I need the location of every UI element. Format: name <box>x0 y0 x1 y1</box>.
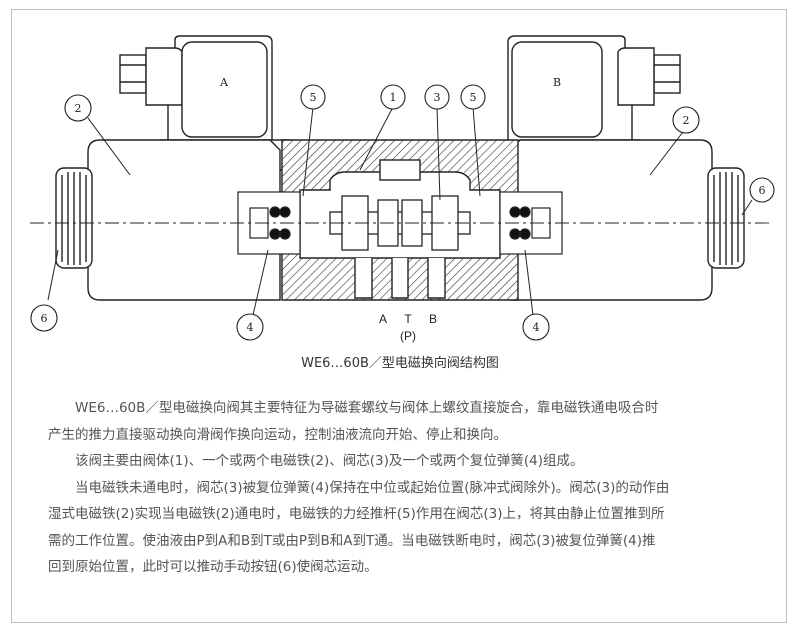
leader-lines <box>47 106 753 316</box>
solenoid-left <box>87 139 281 301</box>
coil-a-label: A <box>219 76 229 89</box>
callout-5-right: 5 <box>460 84 486 110</box>
solenoid-right <box>509 139 713 301</box>
coil-b-label: B <box>553 76 561 89</box>
port-a-label: A <box>379 312 387 326</box>
manual-button-left <box>55 167 93 269</box>
figure-frame <box>11 9 787 623</box>
paragraph-2: 该阀主要由阀体(1)、一个或两个电磁铁(2)、阀芯(3)及一个或两个复位弹簧(4… <box>75 453 584 469</box>
callout-label: 2 <box>683 114 690 127</box>
callout-2-right: 2 <box>672 106 700 134</box>
callout-label: 4 <box>533 321 540 334</box>
manual-button-right <box>707 167 745 269</box>
port-p-label: (P) <box>400 329 416 343</box>
callout-4-right: 4 <box>522 313 550 341</box>
port-t-label: T <box>404 312 412 326</box>
paragraph-1-line-1: WE6…60B／型电磁换向阀其主要特征为导磁套螺纹与阀体上螺纹直接旋合，靠电磁铁… <box>75 400 659 416</box>
callout-label: 3 <box>434 91 441 104</box>
valve-structure-diagram: A B 2 5 1 3 5 2 6 <box>30 35 775 343</box>
paragraph-3-line-3: 需的工作位置。使油液由P到A和B到T或由P到B和A到T通。当电磁铁断电时，阀芯(… <box>48 532 656 549</box>
port-b-label: B <box>429 312 437 326</box>
callout-label: 4 <box>247 321 254 334</box>
callout-1: 1 <box>380 84 406 110</box>
callout-5-left: 5 <box>300 84 326 110</box>
callout-2-left: 2 <box>64 94 92 122</box>
callout-label: 5 <box>310 91 317 104</box>
paragraph-1-line-2: 产生的推力直接驱动换向滑阀作换向运动，控制油液流向开始、停止和换向。 <box>48 426 507 443</box>
callout-label: 2 <box>75 102 82 115</box>
callout-3: 3 <box>424 84 450 110</box>
callout-label: 6 <box>759 184 766 197</box>
callout-6-right: 6 <box>749 177 775 203</box>
callout-label: 1 <box>390 91 397 104</box>
paragraph-3-line-1: 当电磁铁未通电时，阀芯(3)被复位弹簧(4)保持在中位或起始位置(脉冲式阀除外)… <box>75 479 670 496</box>
callout-label: 6 <box>41 312 48 325</box>
callout-6-left: 6 <box>30 304 58 332</box>
paragraph-3-line-4: 回到原始位置，此时可以推动手动按钮(6)使阀芯运动。 <box>48 559 378 575</box>
paragraph-3-line-2: 湿式电磁铁(2)实现当电磁铁(2)通电时，电磁铁的力经推杆(5)作用在阀芯(3)… <box>48 506 665 522</box>
description-text: WE6…60B／型电磁换向阀其主要特征为导磁套螺纹与阀体上螺纹直接旋合，靠电磁铁… <box>48 395 760 581</box>
figure-caption: WE6…60B／型电磁换向阀结构图 <box>301 356 499 371</box>
callout-4-left: 4 <box>236 313 264 341</box>
callout-label: 5 <box>470 91 477 104</box>
